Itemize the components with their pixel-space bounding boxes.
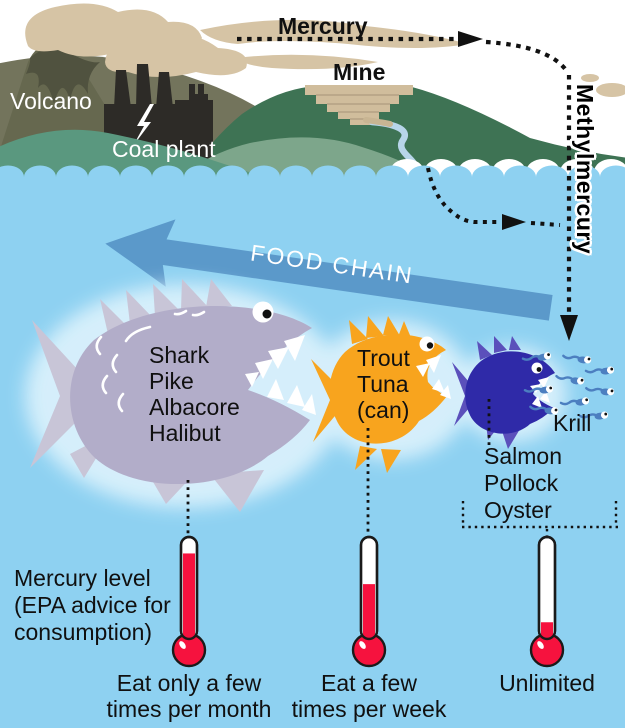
mine-label: Mine [333,59,385,85]
advice-medium-fish: Eat a few times per week [269,670,469,722]
species-item: Pollock [484,470,562,497]
species-item: Albacore [149,394,240,420]
volcano-label: Volcano [10,88,92,114]
advice-large-fish: Eat only a few times per month [89,670,289,722]
coal-plant-label: Coal plant [112,136,216,162]
species-item: Halibut [149,420,240,446]
small-fish-species-list: Salmon Pollock Oyster [484,443,562,524]
species-item: Salmon [484,443,562,470]
species-item: Shark [149,342,240,368]
advice-small-fish: Unlimited [447,670,625,696]
species-item: Pike [149,368,240,394]
mercury-label: Mercury [278,13,367,39]
mercury-scale-legend: Mercury level (EPA advice for consumptio… [14,565,171,646]
methylmercury-label: Methylmercury [571,84,598,254]
medium-fish-species-list: Trout Tuna (can) [357,345,410,423]
species-item: (can) [357,397,410,423]
species-item: Oyster [484,497,562,524]
krill-label: Krill [553,410,591,436]
species-item: Trout [357,345,410,371]
large-fish-species-list: Shark Pike Albacore Halibut [149,342,240,446]
species-item: Tuna [357,371,410,397]
